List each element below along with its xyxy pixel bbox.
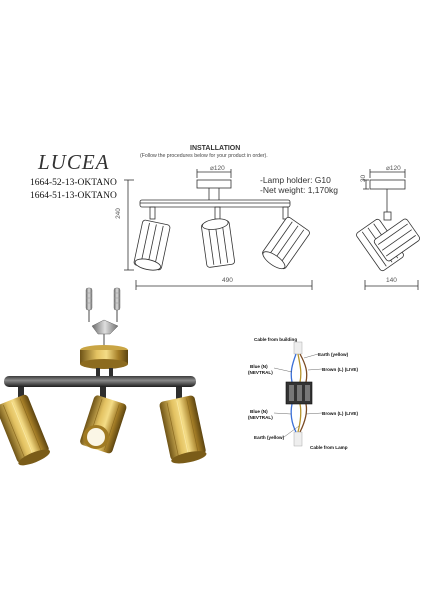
wire-label-cable-building: Cable from building: [254, 337, 298, 342]
spotlight-right: [159, 395, 207, 464]
wire-label-brown-top: Brown (L) (LIVE): [322, 367, 358, 372]
installation-heading: INSTALLATION: [190, 145, 241, 152]
wiring-diagram: [273, 341, 323, 447]
product-render: [0, 287, 207, 466]
dim-width: 490: [222, 277, 233, 284]
dim-side-width: 140: [386, 277, 397, 284]
mounting-bar: [4, 376, 196, 387]
front-view-drawing: [124, 169, 313, 290]
dim-side-diameter: ⌀120: [386, 165, 401, 172]
wall-plug-right: [113, 287, 121, 311]
product-code-2: 1664-51-13-OKTANO: [30, 191, 117, 201]
product-code-1: 1664-52-13-OKTANO: [30, 178, 117, 188]
wire-label-blue-top-1: Blue (N): [250, 364, 268, 369]
spotlight-left: [0, 394, 51, 466]
dim-front-diameter: ⌀120: [210, 165, 225, 172]
spec-lamp-holder: -Lamp holder: G10: [260, 175, 331, 185]
wire-label-cable-lamp: Cable from Lamp: [310, 445, 348, 450]
wire-label-brown-bottom: Brown (L) (LIVE): [322, 411, 358, 416]
wire-label-blue-bottom-2: (NEVTRAL): [248, 415, 273, 420]
wire-label-earth-bottom: Earth (yellow): [254, 435, 285, 440]
mounting-bracket: [91, 319, 119, 335]
side-view-drawing: [356, 169, 420, 290]
spec-net-weight: -Net weight: 1,170kg: [260, 185, 338, 195]
installation-subheading: (Follow the procedures below for your pr…: [140, 153, 268, 159]
wire-label-blue-bottom-1: Blue (N): [250, 409, 268, 414]
wire-label-blue-top-2: (NEVTRAL): [248, 370, 273, 375]
spotlight-middle: [80, 395, 127, 454]
wire-label-earth-top: Earth (yellow): [318, 352, 349, 357]
wall-plug-left: [85, 287, 93, 311]
product-title: LUCEA: [38, 150, 110, 174]
